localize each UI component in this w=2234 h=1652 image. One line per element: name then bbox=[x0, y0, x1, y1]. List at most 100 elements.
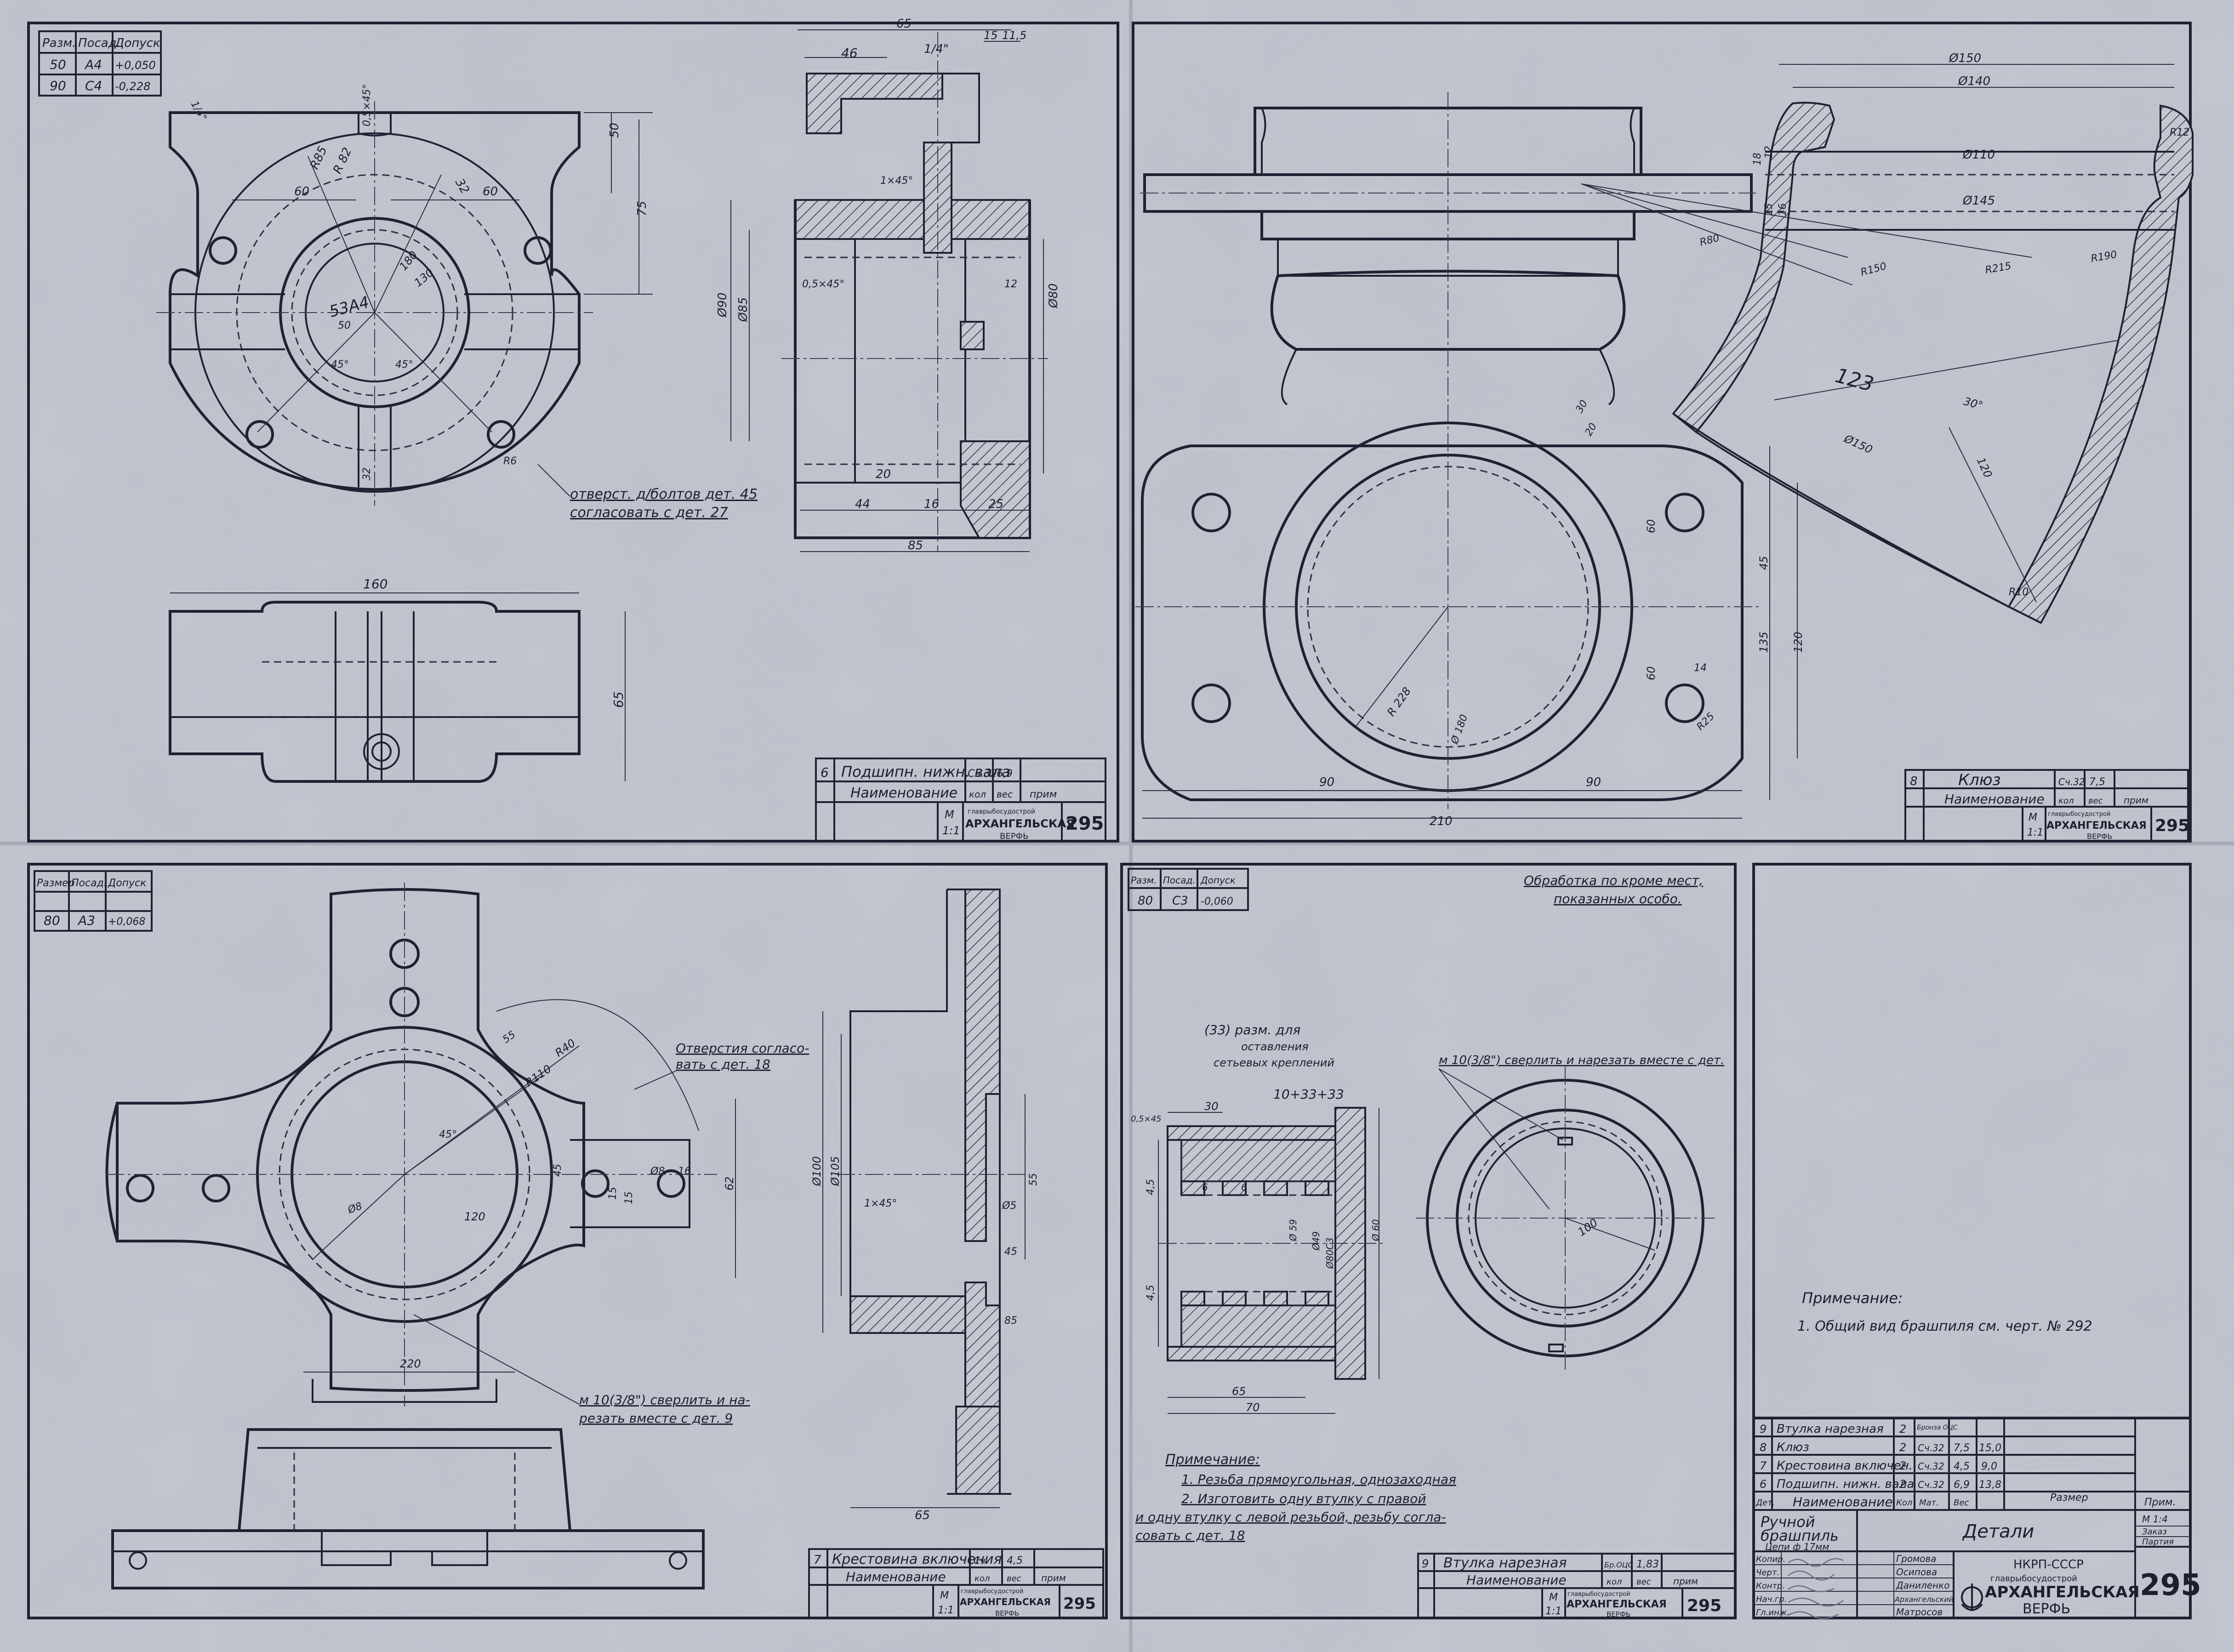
note-title: Примечание: bbox=[1165, 1452, 1260, 1468]
signer-name: Осипова bbox=[1896, 1567, 1937, 1578]
hawse-section bbox=[1581, 64, 2194, 624]
title-line3: Цепи ф 17мм bbox=[1765, 1541, 1829, 1552]
dim-label: 6 bbox=[1202, 1182, 1208, 1193]
bearing-front-view bbox=[156, 101, 653, 506]
note-thread: м 10(3/8") сверлить и нарезать вместе с … bbox=[1439, 1054, 1724, 1067]
scale-value: М 1:4 bbox=[2142, 1514, 2168, 1525]
tb-hdr-wt: вес bbox=[1007, 1574, 1021, 1584]
dim-label: 18 bbox=[1752, 153, 1763, 165]
note-processing-line2: показанных особо. bbox=[1554, 891, 1682, 906]
dim-label: 16 bbox=[678, 1166, 691, 1177]
tb-verf: ВЕРФЬ bbox=[2087, 832, 2112, 841]
dim-label: 210 bbox=[1430, 815, 1453, 828]
bushing-end-view bbox=[1416, 1066, 1715, 1370]
tb-scale: 1:1 bbox=[1545, 1606, 1562, 1617]
cross-plan-view bbox=[105, 883, 736, 1407]
side-label: Партия bbox=[2142, 1537, 2174, 1547]
side-label: Заказ bbox=[2142, 1527, 2167, 1537]
dim-label: 12 bbox=[1763, 146, 1775, 159]
dim-label: Ø110 bbox=[1962, 148, 1995, 162]
dim-label: 15 bbox=[623, 1191, 635, 1204]
main-title-block: 9 Втулка нарезная 2 Бронза ОЦС 8 Клюз 2 … bbox=[1752, 1417, 2201, 1619]
tb-hdr-note: прим bbox=[1673, 1576, 1698, 1587]
tb-shipyard: АРХАНГЕЛЬСКАЯ bbox=[2046, 820, 2147, 832]
note-item: 2. Изготовить одну втулку с правой bbox=[1181, 1491, 1426, 1506]
bearing-side-section bbox=[730, 29, 1048, 552]
dim-label: 44 bbox=[855, 497, 870, 511]
role-label: Контр. bbox=[1756, 1581, 1785, 1591]
panel-p1: Разм. Посад. Допуск 50 A4 +0,050 90 C4 -… bbox=[38, 17, 1106, 842]
tb-hdr-qty: кол bbox=[969, 789, 986, 800]
tb-hdr-note: прим bbox=[1030, 789, 1057, 800]
spec-wt: 4,5 bbox=[1954, 1461, 1970, 1472]
tb-scale-lbl: М bbox=[1549, 1592, 1558, 1603]
bushing-section bbox=[1158, 1107, 1384, 1414]
panel-p5: Разм. Посад. Допуск 80 C3 -0,060 Обработ… bbox=[1128, 868, 1736, 1619]
note-item: 1. Общий вид брашпиля см. черт. № 292 bbox=[1797, 1318, 2092, 1334]
dim-label: 65 bbox=[1232, 1385, 1246, 1398]
dim-label: Ø80 bbox=[1047, 283, 1060, 308]
spec-name: Подшипн. нижн. вала bbox=[1777, 1477, 1914, 1491]
tol-cell: +0,050 bbox=[115, 59, 156, 72]
tol-table-p4: Размер Посад. Допуск 80 A3 +0,068 bbox=[34, 870, 153, 932]
title-line2: брашпиль bbox=[1761, 1527, 1839, 1544]
dim-label: Ø140 bbox=[1958, 74, 1990, 88]
dim-label: Ø5 bbox=[1002, 1200, 1016, 1212]
dim-label: Ø80C3 bbox=[1324, 1237, 1335, 1269]
dim-label: 45° bbox=[395, 359, 413, 370]
tb-num: 6 bbox=[821, 765, 829, 780]
tb-org: главрыбосудострой bbox=[1567, 1591, 1630, 1598]
annotation: 10+33+33 bbox=[1273, 1087, 1344, 1102]
tb-hdr-qty: кол bbox=[2058, 796, 2074, 806]
tb-mat: Бр.ОЦС bbox=[1604, 1561, 1633, 1569]
dim-label: 60 bbox=[1645, 519, 1658, 533]
tb-mat: Сч.32 bbox=[2058, 776, 2085, 787]
tb-hdr-qty: кол bbox=[975, 1574, 990, 1584]
annotation: (33) разм. для bbox=[1204, 1022, 1300, 1037]
dim-label: 45 bbox=[1757, 556, 1770, 570]
spec-hdr: Мат. bbox=[1919, 1498, 1939, 1508]
tol-cell: 50 bbox=[50, 57, 66, 72]
dim-label: 45 bbox=[552, 1164, 564, 1177]
dim-label: Ø145 bbox=[1962, 194, 1995, 208]
tb-shipyard: АРХАНГЕЛЬСКАЯ bbox=[960, 1596, 1051, 1607]
spec-tot: 9,0 bbox=[1981, 1461, 1997, 1472]
tb-org: главрыбосудострой bbox=[968, 808, 1035, 815]
tol-hdr-2: Допуск bbox=[114, 36, 160, 50]
tol-hdr-1: Посад. bbox=[78, 36, 120, 50]
tb-shipyard: АРХАНГЕЛЬСКАЯ bbox=[965, 817, 1075, 830]
shipyard-name: АРХАНГЕЛЬСКАЯ bbox=[1985, 1583, 2140, 1601]
dim-label: Ø 59 bbox=[1288, 1219, 1299, 1242]
note-holes-line2: согласовать с дет. 27 bbox=[570, 505, 728, 521]
dim-label: 0,5×45 bbox=[1131, 1114, 1162, 1124]
tb-scale-lbl: М bbox=[2029, 812, 2037, 823]
panel-frame-p1 bbox=[27, 22, 1119, 843]
note-title: Примечание: bbox=[1802, 1289, 1903, 1307]
title-block-p2: 8 Клюз Сч.32 7,5 Наименование кол вес пр… bbox=[1904, 769, 2189, 842]
spec-hdr: Дет. bbox=[1755, 1498, 1775, 1508]
tb-hdr-wt: вес bbox=[1636, 1577, 1651, 1587]
tol-cell: 90 bbox=[50, 78, 66, 93]
spec-qty: 2 bbox=[1899, 1478, 1906, 1491]
annotation: оставления bbox=[1241, 1040, 1309, 1053]
cross-side-section bbox=[822, 889, 1026, 1508]
spec-hdr: Размер bbox=[2050, 1492, 2088, 1504]
dim-label: 15 bbox=[1763, 203, 1775, 216]
signer-name: Архангельский bbox=[1894, 1595, 1954, 1604]
tol-cell: 80 bbox=[44, 913, 60, 928]
dim-label: 45° bbox=[439, 1129, 457, 1140]
dim-label: 60 bbox=[294, 185, 309, 199]
spec-qty: 2 bbox=[1899, 1441, 1906, 1454]
tol-cell: A3 bbox=[77, 913, 95, 928]
tb-org: главрыбосудострой bbox=[2048, 811, 2110, 818]
tol-hdr-0: Разм. bbox=[1131, 875, 1157, 886]
dim-label: 65 bbox=[915, 1509, 930, 1522]
tb-name: Втулка нарезная bbox=[1443, 1555, 1567, 1571]
tb-hdr-name: Наименование bbox=[1466, 1572, 1567, 1588]
tb-name: Подшипн. нижн. вала bbox=[841, 763, 1010, 780]
dim-label: Ø8 bbox=[650, 1166, 665, 1177]
dim-label: 45 bbox=[1004, 1246, 1017, 1258]
tol-table-p1: Разм. Посад. Допуск 50 A4 +0,050 90 C4 -… bbox=[38, 30, 162, 97]
spec-wt: 7,5 bbox=[1954, 1442, 1970, 1454]
note-item: совать с дет. 18 bbox=[1135, 1528, 1245, 1543]
